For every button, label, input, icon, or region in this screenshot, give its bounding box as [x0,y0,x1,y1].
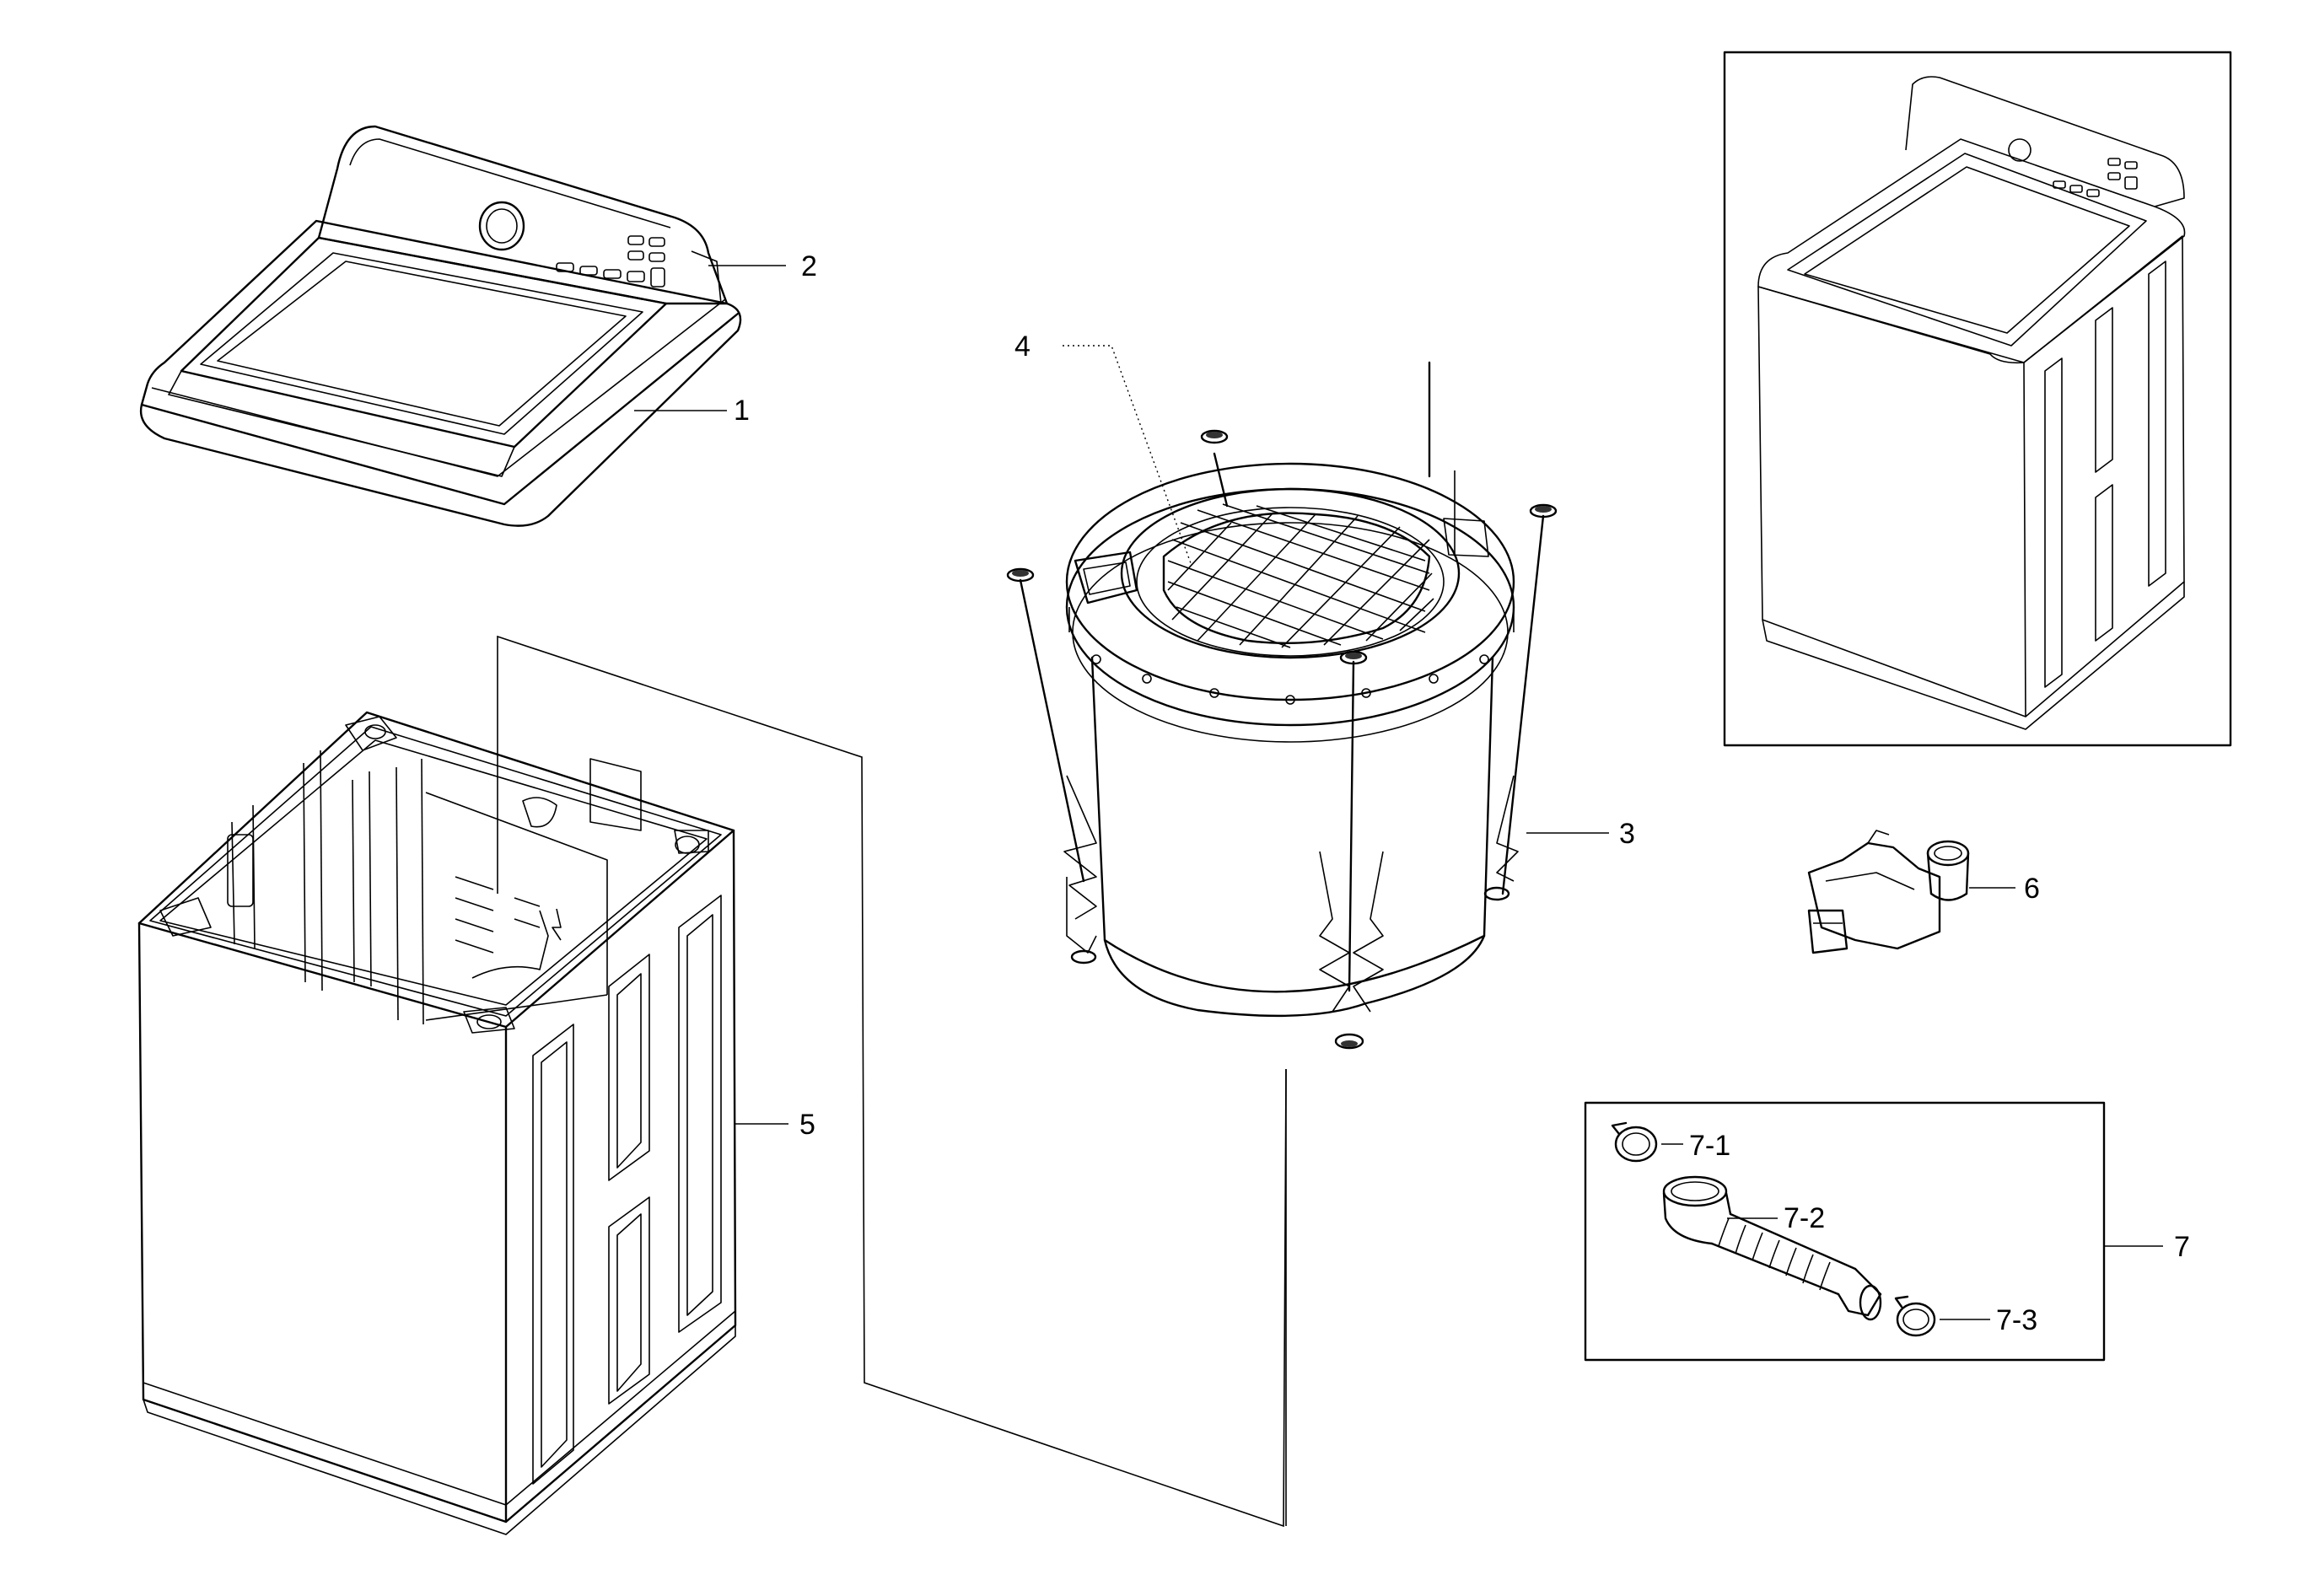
callout-5: 5 [799,1109,815,1141]
drain-hose-kit-icon [1584,1101,2106,1362]
callout-2: 2 [801,250,817,282]
top-cover-icon [139,219,742,527]
drain-hose-icon [1662,1175,1882,1321]
callout-7: 7 [2174,1231,2190,1263]
callout-3: 3 [1619,818,1635,850]
assembled-washer-icon [1723,51,2232,747]
suspension-rods-icon [1006,361,1558,1050]
cabinet-icon [137,711,737,1535]
callout-7-1: 7-1 [1689,1130,1730,1162]
callout-1: 1 [734,395,750,427]
drum-cover-icon [1162,503,1434,648]
drain-pump-icon [1807,830,1970,954]
leader-line-4 [1063,345,1192,564]
callout-4: 4 [1014,330,1031,363]
callout-6: 6 [2024,873,2040,905]
callout-7-2: 7-2 [1784,1202,1825,1234]
tub-assembly-icon [1065,462,1515,1018]
callout-7-3: 7-3 [1996,1304,2037,1336]
hose-clamp-icon [1611,1121,1658,1163]
control-panel-icon [317,125,729,305]
hose-clamp-icon [1894,1295,1936,1337]
